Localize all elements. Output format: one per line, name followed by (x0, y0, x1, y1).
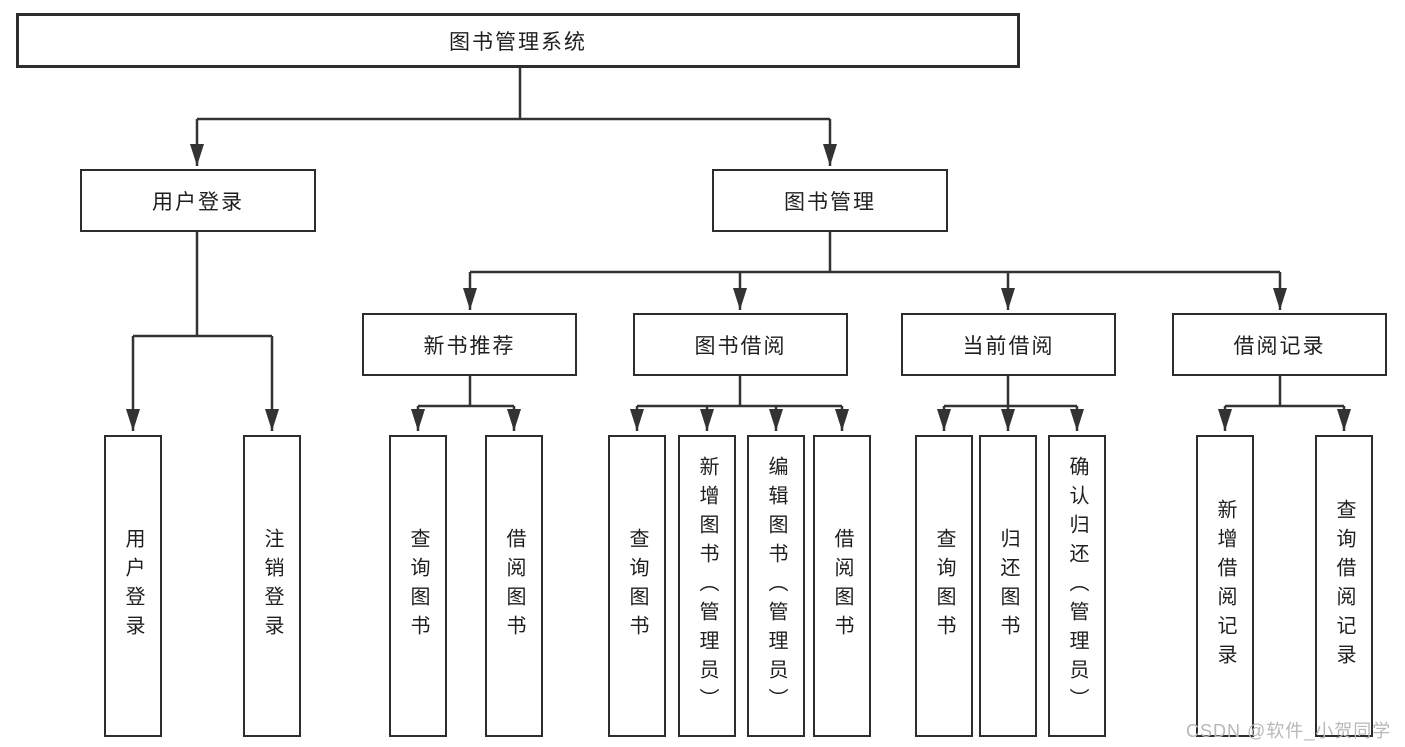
node-new-book-recommendation-label: 新书推荐 (423, 334, 516, 358)
leaf-borrow-book: 借阅图书 (813, 435, 871, 737)
leaf-user-login: 用户登录 (104, 435, 162, 737)
leaf-return-book-label: 归还图书 (997, 528, 1019, 644)
leaf-user-login-label: 用户登录 (122, 528, 144, 644)
leaf-query-book-borrow-label: 查询图书 (626, 528, 648, 644)
node-book-management-label: 图书管理 (784, 190, 876, 214)
leaf-query-book-current-label: 查询图书 (933, 528, 955, 644)
leaf-borrow-book-label: 借阅图书 (831, 528, 853, 644)
node-user-login: 用户登录 (80, 169, 316, 232)
leaf-confirm-return-admin-label: 确认归还（管理员） (1066, 455, 1088, 717)
leaf-add-book-admin: 新增图书（管理员） (678, 435, 736, 737)
node-library-system: 图书管理系统 (16, 13, 1020, 68)
leaf-query-book-rec-label: 查询图书 (407, 528, 429, 644)
leaf-query-borrow-record-label: 查询借阅记录 (1333, 499, 1355, 673)
leaf-return-book: 归还图书 (979, 435, 1037, 737)
leaf-borrow-book-rec-label: 借阅图书 (503, 528, 525, 644)
leaf-edit-book-admin: 编辑图书（管理员） (747, 435, 805, 737)
leaf-add-borrow-record: 新增借阅记录 (1196, 435, 1254, 737)
node-current-borrowing: 当前借阅 (901, 313, 1116, 376)
node-library-system-label: 图书管理系统 (449, 30, 587, 54)
leaf-confirm-return-admin: 确认归还（管理员） (1048, 435, 1106, 737)
leaf-add-borrow-record-label: 新增借阅记录 (1214, 499, 1236, 673)
leaf-query-book-current: 查询图书 (915, 435, 973, 737)
leaf-query-book-borrow: 查询图书 (608, 435, 666, 737)
leaf-add-book-admin-label: 新增图书（管理员） (696, 455, 718, 717)
leaf-query-book-rec: 查询图书 (389, 435, 447, 737)
node-book-management: 图书管理 (712, 169, 948, 232)
node-borrowing-records-label: 借阅记录 (1233, 334, 1326, 358)
csdn-watermark: CSDN @软件_小贺同学 (1186, 721, 1392, 741)
node-book-borrowing-label: 图书借阅 (694, 334, 787, 358)
leaf-query-borrow-record: 查询借阅记录 (1315, 435, 1373, 737)
node-current-borrowing-label: 当前借阅 (962, 334, 1055, 358)
node-user-login-label: 用户登录 (152, 190, 244, 214)
node-borrowing-records: 借阅记录 (1172, 313, 1387, 376)
leaf-edit-book-admin-label: 编辑图书（管理员） (765, 455, 787, 717)
leaf-logout-label: 注销登录 (261, 528, 283, 644)
leaf-logout: 注销登录 (243, 435, 301, 737)
leaf-borrow-book-rec: 借阅图书 (485, 435, 543, 737)
node-book-borrowing: 图书借阅 (633, 313, 848, 376)
node-new-book-recommendation: 新书推荐 (362, 313, 577, 376)
